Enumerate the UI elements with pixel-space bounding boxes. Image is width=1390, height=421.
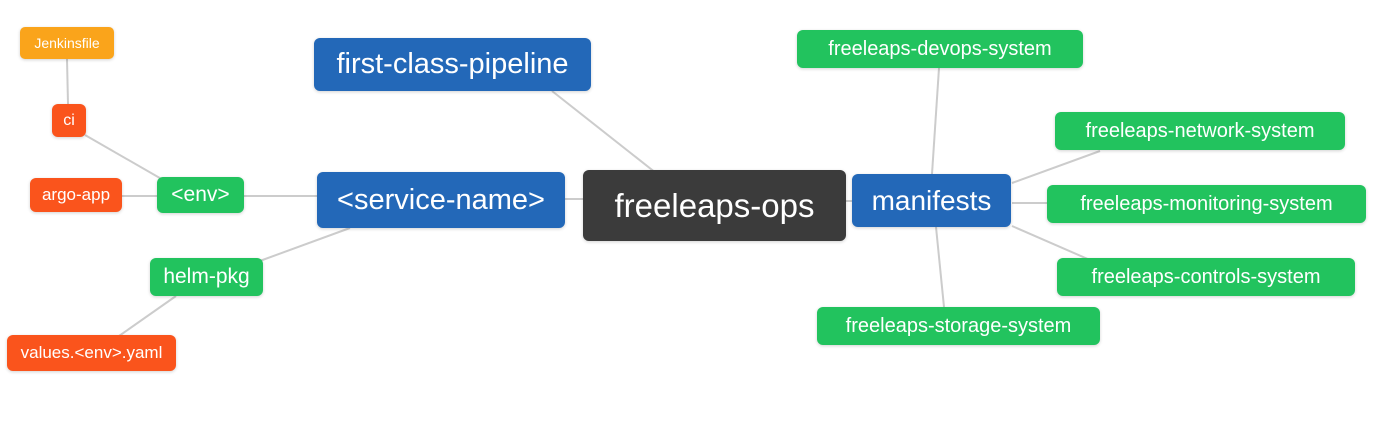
edge-manifests-controls bbox=[1011, 225, 1091, 261]
edge-pipeline-ops bbox=[551, 90, 657, 174]
edge-service-helm bbox=[256, 227, 351, 263]
node-jenkinsfile[interactable]: Jenkinsfile bbox=[20, 27, 114, 59]
edge-jenkinsfile-ci bbox=[66, 58, 69, 105]
node-freeleaps-ops-root[interactable]: freeleaps-ops bbox=[583, 170, 846, 241]
node-freeleaps-monitoring-system[interactable]: freeleaps-monitoring-system bbox=[1047, 185, 1366, 223]
edge-devops-manifests bbox=[931, 67, 940, 175]
node-manifests[interactable]: manifests bbox=[852, 174, 1011, 227]
node-freeleaps-controls-system[interactable]: freeleaps-controls-system bbox=[1057, 258, 1355, 296]
edge-ci-env bbox=[84, 134, 166, 182]
node-helm-pkg[interactable]: helm-pkg bbox=[150, 258, 263, 296]
node-argo-app[interactable]: argo-app bbox=[30, 178, 122, 212]
node-freeleaps-devops-system[interactable]: freeleaps-devops-system bbox=[797, 30, 1083, 68]
node-ci[interactable]: ci bbox=[52, 104, 86, 137]
node-values-env-yaml[interactable]: values.<env>.yaml bbox=[7, 335, 176, 371]
node-env[interactable]: <env> bbox=[157, 177, 244, 213]
edge-helm-values bbox=[118, 295, 177, 337]
node-freeleaps-network-system[interactable]: freeleaps-network-system bbox=[1055, 112, 1345, 150]
node-first-class-pipeline[interactable]: first-class-pipeline bbox=[314, 38, 591, 91]
edge-manifests-network bbox=[1011, 150, 1101, 184]
node-service-name[interactable]: <service-name> bbox=[317, 172, 565, 228]
edge-manifests-storage bbox=[935, 226, 945, 308]
node-freeleaps-storage-system[interactable]: freeleaps-storage-system bbox=[817, 307, 1100, 345]
